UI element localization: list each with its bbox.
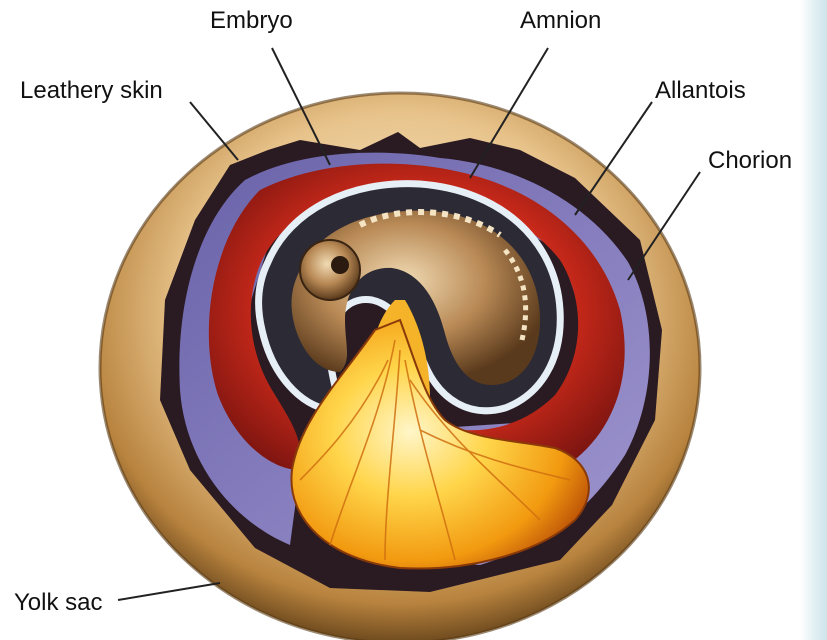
egg-illustration: Embryo Amnion Leathery skin Allantois Ch…: [0, 0, 800, 640]
label-allantois: Allantois: [655, 77, 746, 104]
leader-yolk-sac: [118, 583, 220, 600]
label-amnion: Amnion: [520, 7, 601, 34]
label-yolk-sac: Yolk sac: [14, 589, 103, 616]
label-chorion: Chorion: [708, 147, 792, 174]
label-embryo: Embryo: [210, 7, 293, 34]
label-leathery-skin: Leathery skin: [20, 77, 163, 104]
right-edge-tint: [800, 0, 827, 640]
